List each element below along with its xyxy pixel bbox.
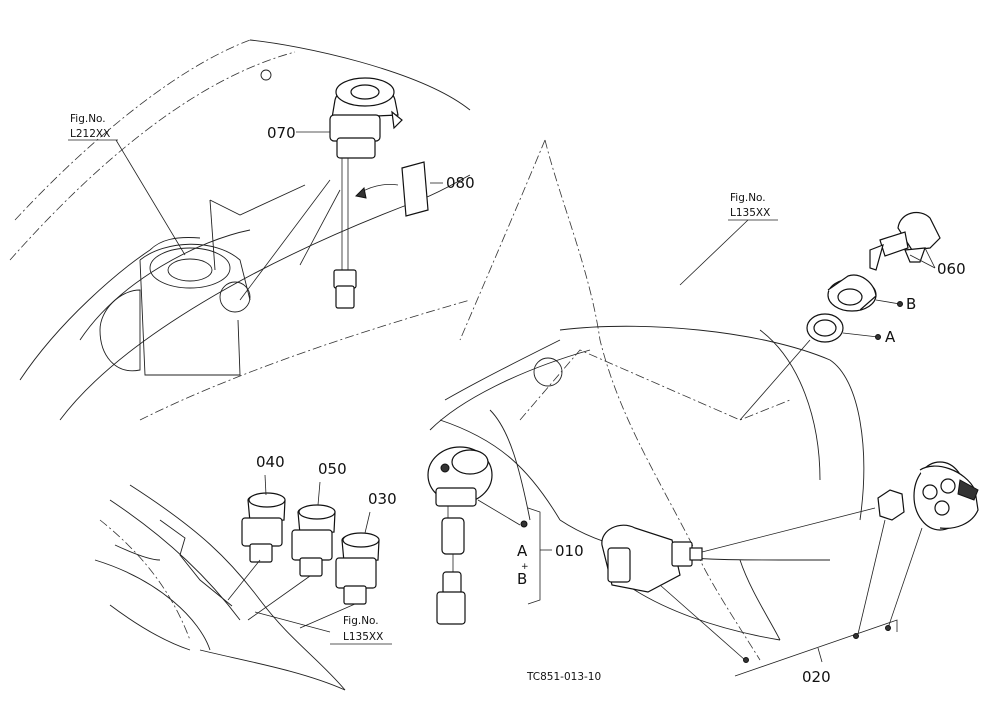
console-body-outline [9,39,471,421]
marker-a-dot [875,334,881,340]
callout-040: 040 [256,453,285,471]
label-080 [354,161,429,217]
group-label-plus: + [521,562,529,572]
svg-text:L135XX: L135XX [730,207,770,219]
fig-ref-left-bottom-leader [254,611,331,633]
callout-020: 020 [802,668,831,686]
ignition-switch-010 [427,446,521,625]
switch-020-assembly [601,461,979,661]
lower-panel-outline [94,484,346,691]
callout-050: 050 [318,460,347,478]
switch-050 [247,481,336,621]
svg-text:Fig.No.: Fig.No. [730,192,766,204]
key-pocket-housing [79,184,306,376]
callout-010: 010 [555,542,584,560]
keys-060 [869,211,941,271]
bracket-010 [520,507,552,605]
group-label-a: A [517,542,528,560]
svg-text:Fig.No.: Fig.No. [70,113,106,125]
svg-text:L135XX: L135XX [343,631,383,643]
fig-ref-left-top: Fig.No. L212XX [68,113,118,141]
fig-ref-right-top-leader [679,219,749,286]
drawing-code: TC851-013-10 [526,671,601,683]
group-label-b: B [517,570,527,588]
switch-030 [299,511,380,629]
key-cylinder-b [827,274,901,312]
marker-b: B [906,295,916,313]
fig-ref-left-top-leader [115,139,186,256]
callout-030: 030 [368,490,397,508]
fig-ref-right-top: Fig.No. L135XX [728,192,778,221]
svg-text:Fig.No.: Fig.No. [343,615,379,627]
marker-b-dot [897,301,903,307]
bracket-020 [734,619,898,677]
marker-a: A [885,328,896,346]
callout-080: 080 [446,174,475,192]
svg-text:L212XX: L212XX [70,128,110,140]
callout-060: 060 [937,260,966,278]
switch-040 [227,474,286,601]
ring-a [739,313,879,421]
ignition-switch-070 [239,77,403,309]
fig-ref-left-bottom: Fig.No. L135XX [330,615,392,645]
callout-070: 070 [267,124,296,142]
dashboard-outline [429,139,865,661]
